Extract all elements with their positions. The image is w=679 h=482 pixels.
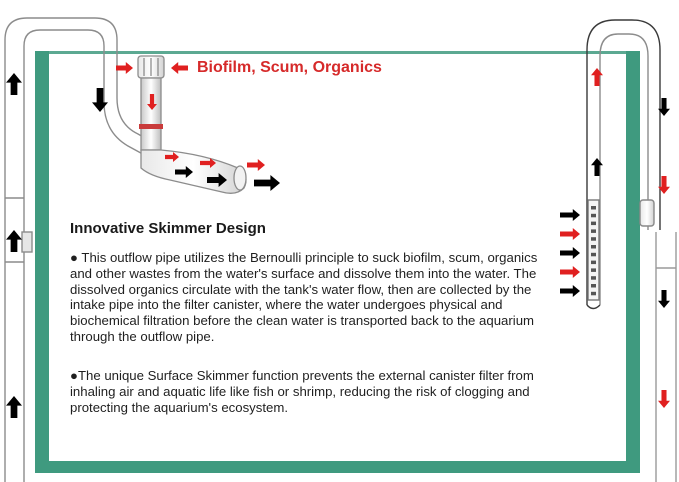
aquarium-tank [35,51,640,473]
arrow-black-icon [658,98,670,116]
arrow-black-icon [658,290,670,308]
intake-strainer [587,199,600,301]
intake-clip [639,199,655,227]
strainer-slot [591,221,596,226]
tank-left-wall [35,51,49,473]
description-paragraph-1: ● This outflow pipe utilizes the Bernoul… [70,250,538,344]
arrow-red-icon [200,158,216,168]
strainer-slot [591,276,596,280]
arrow-red-icon [147,94,157,110]
arrow-black-icon [175,166,193,178]
flow-arrows [6,62,670,418]
arrow-red-icon [116,62,133,74]
strainer-slot [591,291,596,296]
section-heading: Innovative Skimmer Design [70,220,266,237]
arrow-red-icon [658,390,670,408]
skimmer-nozzle-mouth [233,165,247,191]
skimmer-nozzle [140,149,247,194]
arrow-black-icon [6,230,22,252]
strainer-slot [591,284,596,288]
intake-strainer-slots [591,206,596,296]
outflow-pipe-outer [4,17,153,482]
outflow-pipe [4,17,153,482]
arrow-red-icon [560,228,580,240]
intake-pipe-bottom [586,304,601,310]
tank-bottom-wall [35,461,640,473]
strainer-slot [591,252,596,257]
skimmer-tube [140,77,162,151]
arrow-red-icon [560,266,580,278]
arrow-black-icon [254,175,280,191]
strainer-slot [591,213,596,218]
arrow-black-icon [6,73,22,95]
strainer-slot [591,237,596,241]
arrow-black-icon [591,158,603,176]
strainer-slot [591,260,596,265]
outflow-pipe-clip [21,231,33,253]
tank-top-rim [35,51,640,54]
arrow-black-icon [560,247,580,259]
strainer-slot [591,268,596,272]
intake-pipe [586,19,677,482]
strainer-slot [591,206,596,210]
outflow-pipe-inner [23,29,151,482]
intake-pipe-inner [599,33,649,305]
arrow-black-icon [207,173,227,187]
arrow-black-icon [560,285,580,297]
arrow-red-icon [171,62,188,74]
strainer-slot [591,245,596,249]
arrow-red-icon [591,68,603,86]
description-paragraph-2: ●The unique Surface Skimmer function pre… [70,368,534,415]
arrow-black-icon [560,209,580,221]
callout-label: Biofilm, Scum, Organics [197,59,382,76]
intake-pipe-outer [586,19,661,305]
arrow-red-icon [247,159,265,171]
skimmer-red-ring [139,124,163,129]
arrow-red-icon [165,152,179,162]
arrow-black-icon [6,396,22,418]
arrow-black-icon [92,88,108,112]
arrow-red-icon [658,176,670,194]
strainer-slot [591,229,596,233]
tank-right-wall [626,51,640,473]
